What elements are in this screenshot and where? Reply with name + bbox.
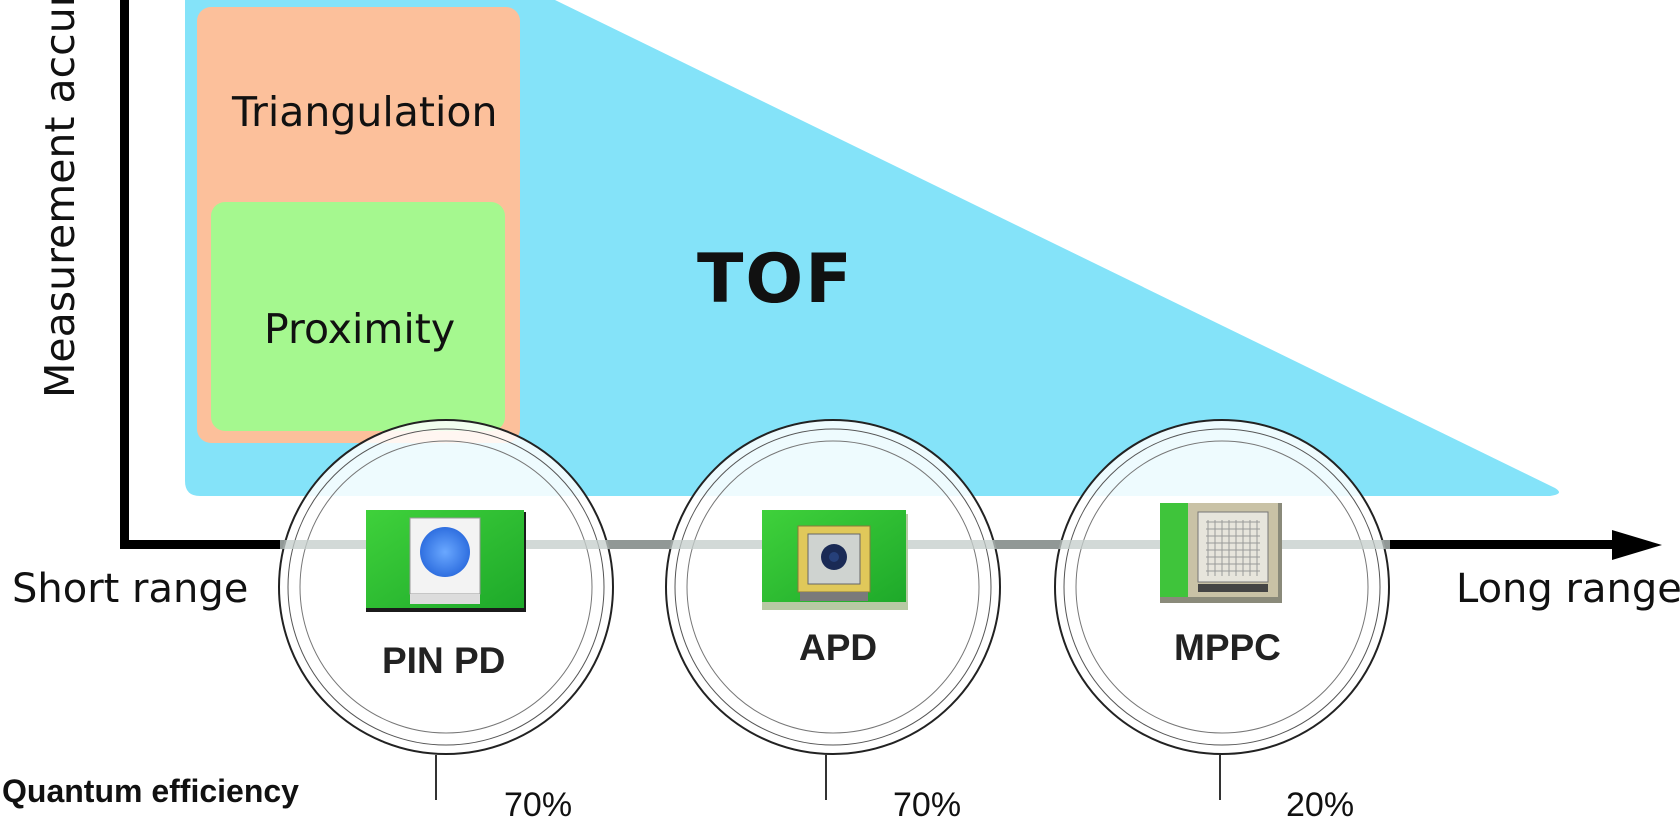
quantum-efficiency-title: Quantum efficiency <box>2 773 299 809</box>
tof-region <box>185 0 1559 496</box>
short-range-label: Short range <box>12 566 249 612</box>
long-range-label: Long range <box>1456 566 1680 612</box>
mppc-qe-value: 20% <box>1286 786 1355 824</box>
apd-qe-value: 70% <box>893 786 962 824</box>
y-axis-line <box>120 0 129 549</box>
y-axis-label: Measurement accuracy <box>36 0 84 398</box>
mppc-component-image <box>1160 503 1282 603</box>
x-axis-arrowhead <box>1612 530 1662 560</box>
diagram-graphics <box>120 0 1662 800</box>
apd-component-image <box>762 510 908 610</box>
pin-pd-label: PIN PD <box>382 640 506 681</box>
triangulation-label: Triangulation <box>232 88 498 136</box>
mppc-label: MPPC <box>1174 627 1281 668</box>
mppc-pixel-grid <box>1206 520 1260 576</box>
pin-pd-qe-value: 70% <box>504 786 573 824</box>
pin-pd-component-image <box>366 510 526 612</box>
tof-label: TOF <box>697 240 854 319</box>
apd-label: APD <box>799 627 878 668</box>
proximity-label: Proximity <box>264 305 456 353</box>
proximity-region <box>211 202 505 431</box>
